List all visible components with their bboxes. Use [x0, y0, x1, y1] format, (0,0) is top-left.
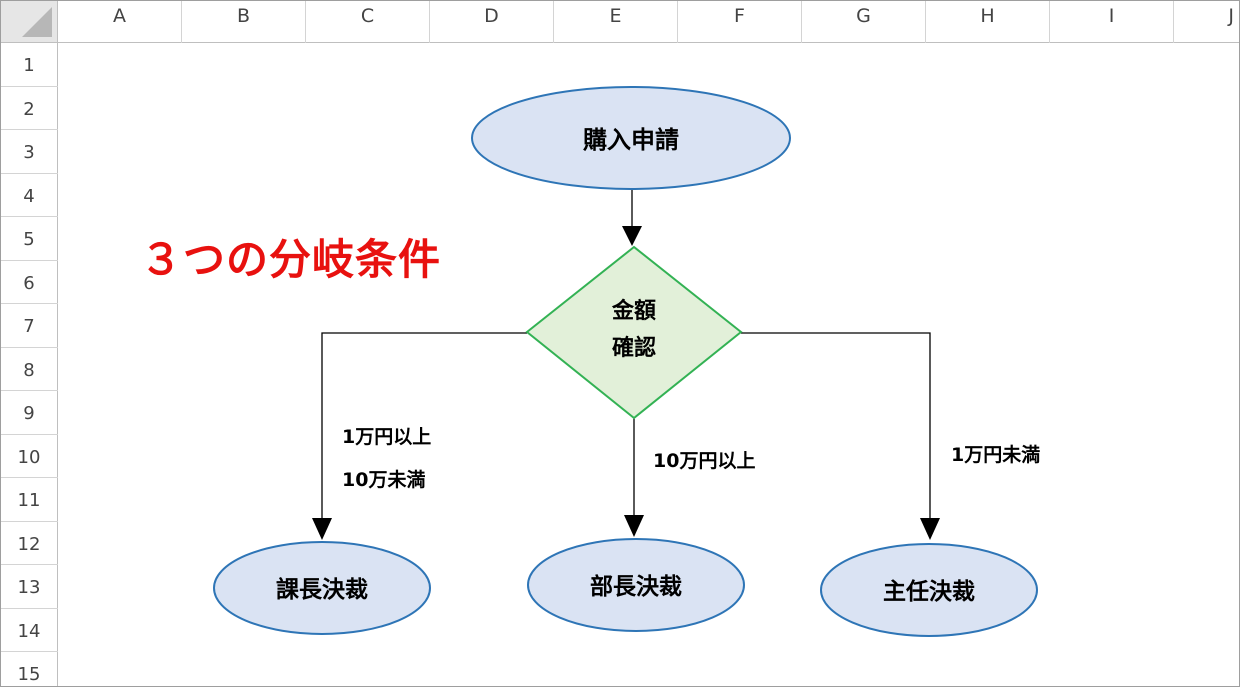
row-header-15[interactable]: 15	[17, 664, 41, 685]
column-header-g[interactable]: G	[802, 0, 926, 43]
row-header-4[interactable]: 4	[0, 174, 58, 217]
row-header-2[interactable]: 2	[0, 87, 58, 130]
arrow-decision-to-right[interactable]	[741, 332, 931, 518]
arrowhead-start-to-decision	[622, 226, 642, 246]
row-header-13[interactable]: 13	[0, 565, 58, 609]
row-header-12[interactable]: 12	[0, 522, 58, 565]
arrow-decision-to-left[interactable]	[321, 332, 527, 518]
center-result-ellipse[interactable]	[527, 538, 745, 632]
row-header-3[interactable]: 3	[0, 130, 58, 174]
row-header-1[interactable]: 1	[0, 43, 58, 87]
column-header-e[interactable]: E	[554, 0, 678, 43]
right-result-label: 主任決裁	[883, 578, 975, 605]
decision-label-line1: 金額	[611, 298, 656, 324]
left-condition-line2: 10万未満	[342, 468, 425, 491]
column-header-h[interactable]: H	[926, 0, 1050, 43]
right-result-ellipse[interactable]	[820, 543, 1038, 637]
column-header-bar: A B C D E F G H I J	[58, 0, 1240, 43]
row-header-10[interactable]: 10	[0, 435, 58, 478]
column-header-a[interactable]: A	[58, 0, 182, 43]
row-header-8[interactable]: 8	[0, 348, 58, 391]
column-header-f[interactable]: F	[678, 0, 802, 43]
decision-label-line2: 確認	[612, 335, 656, 361]
row-header-5[interactable]: 5	[0, 217, 58, 261]
decision-diamond[interactable]	[525, 245, 743, 420]
select-all-icon	[22, 7, 52, 37]
column-header-b[interactable]: B	[182, 0, 306, 43]
row-header-7[interactable]: 7	[0, 304, 58, 348]
center-condition: 10万円以上	[653, 450, 755, 472]
row-header-11[interactable]: 11	[0, 478, 58, 522]
column-header-c[interactable]: C	[306, 0, 430, 43]
select-all-corner[interactable]	[0, 0, 58, 43]
right-condition: 1万円未満	[951, 443, 1040, 466]
column-header-d[interactable]: D	[430, 0, 554, 43]
arrowhead-decision-to-center	[624, 515, 644, 537]
row-header-14[interactable]: 14	[0, 609, 58, 652]
row-header-6[interactable]: 6	[0, 261, 58, 304]
row-header-9[interactable]: 9	[0, 391, 58, 435]
row-header-bar: 1 2 3 4 5 6 7 8 9 10 11 12 13 14 15	[0, 43, 58, 687]
diagram-title: ３つの分岐条件	[140, 235, 441, 284]
column-header-j[interactable]: J	[1228, 5, 1234, 27]
left-condition-line1: 1万円以上	[342, 426, 431, 448]
left-result-label: 課長決裁	[276, 576, 368, 603]
start-ellipse[interactable]	[471, 86, 791, 190]
column-header-i[interactable]: I	[1050, 0, 1174, 43]
left-result-ellipse[interactable]	[213, 541, 431, 635]
arrowhead-decision-to-right	[920, 518, 940, 540]
arrowhead-decision-to-left	[312, 518, 332, 540]
start-label: 購入申請	[583, 126, 679, 154]
center-result-label: 部長決裁	[590, 573, 682, 600]
